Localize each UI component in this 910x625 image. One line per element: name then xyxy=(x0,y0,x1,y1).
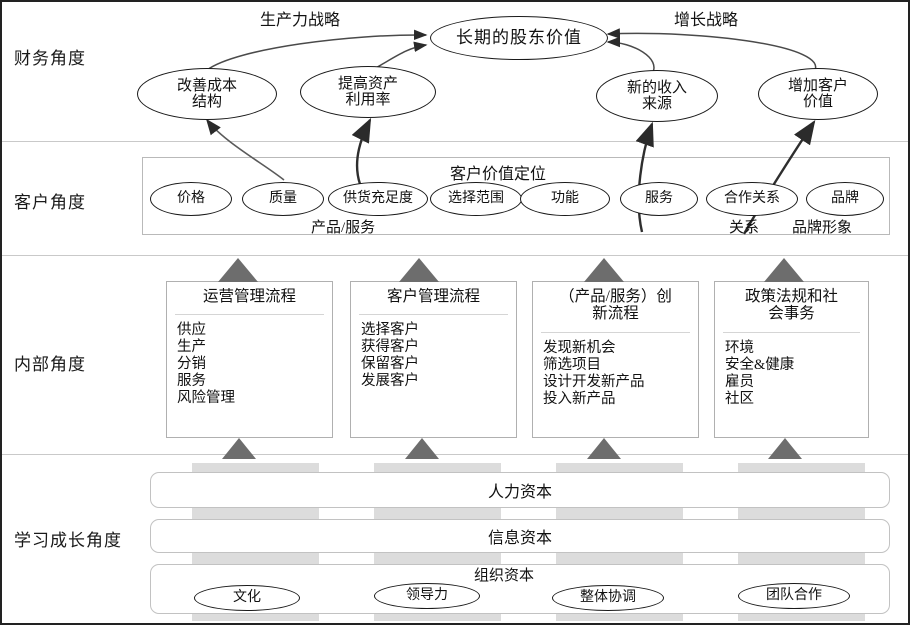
process-items-operations: 供应生产分销服务风险管理 xyxy=(177,322,328,408)
perspective-label-customer: 客户角度 xyxy=(14,193,86,212)
process-items-regulatory: 环境安全&健康雇员社区 xyxy=(725,340,864,408)
org-item-teamwork: 团队合作 xyxy=(738,583,850,609)
process-item: 供应 xyxy=(177,322,206,338)
arrow-up-to-customer-4 xyxy=(764,258,804,282)
financial-objective-customer-value-label: 增加客户价值 xyxy=(787,77,848,110)
process-item: 分销 xyxy=(177,356,206,373)
learning-bar-information-capital-label: 信息资本 xyxy=(487,530,552,547)
customer-attribute-selection-label: 选择范围 xyxy=(448,191,504,207)
financial-main-goal: 长期的股东价值 xyxy=(430,16,608,60)
arrow-up-to-internal-4 xyxy=(768,438,802,459)
org-item-culture-label: 文化 xyxy=(233,590,261,606)
financial-objective-new-revenue-label: 新的收入来源 xyxy=(626,79,687,112)
org-item-teamwork-label: 团队合作 xyxy=(766,588,822,604)
customer-attribute-availability: 供货充足度 xyxy=(328,182,428,216)
process-item: 发展客户 xyxy=(361,373,419,390)
customer-attribute-availability-label: 供货充足度 xyxy=(343,191,413,207)
financial-objective-cost-structure-label: 改善成本结构 xyxy=(176,77,237,110)
process-box-regulatory: 政策法规和社会事务 环境安全&健康雇员社区 xyxy=(714,281,869,438)
customer-attribute-quality: 质量 xyxy=(242,182,324,216)
financial-objective-new-revenue: 新的收入来源 xyxy=(596,70,718,122)
process-item: 服务 xyxy=(177,373,206,390)
org-item-leadership: 领导力 xyxy=(374,583,480,609)
arrow-up-to-internal-1 xyxy=(222,438,256,459)
process-item: 雇员 xyxy=(725,374,754,391)
customer-attribute-partnership: 合作关系 xyxy=(706,182,798,216)
process-item: 社区 xyxy=(725,391,754,408)
learning-org-capital-caption: 组织资本 xyxy=(474,568,535,584)
process-title-regulatory: 政策法规和社会事务 xyxy=(744,288,838,323)
process-item: 保留客户 xyxy=(361,356,419,373)
process-box-customer-mgmt: 客户管理流程 选择客户获得客户保留客户发展客户 xyxy=(350,281,517,438)
org-item-culture: 文化 xyxy=(194,585,300,611)
customer-value-proposition-title: 客户价值定位 xyxy=(450,166,547,183)
process-item: 选择客户 xyxy=(361,322,419,338)
process-title-customer-mgmt: 客户管理流程 xyxy=(386,288,480,305)
process-box-innovation: （产品/服务）创新流程 发现新机会筛选项目设计开发新产品投入新产品 xyxy=(532,281,699,438)
perspective-label-financial: 财务角度 xyxy=(14,49,86,68)
process-box-operations: 运营管理流程 供应生产分销服务风险管理 xyxy=(166,281,333,438)
customer-attribute-service: 服务 xyxy=(620,182,698,216)
customer-attribute-brand: 品牌 xyxy=(806,182,884,216)
customer-attribute-selection: 选择范围 xyxy=(430,182,522,216)
learning-bar-human-capital-label: 人力资本 xyxy=(487,484,552,501)
financial-objective-cost-structure: 改善成本结构 xyxy=(137,68,277,120)
customer-attribute-functionality-label: 功能 xyxy=(551,191,579,207)
arrow-up-to-customer-1 xyxy=(218,258,258,282)
customer-caption-relationship: 关系 xyxy=(729,220,760,236)
separator-internal-learning xyxy=(2,454,908,455)
process-item: 发现新机会 xyxy=(543,340,616,356)
customer-value-proposition-box xyxy=(142,157,890,235)
process-item: 获得客户 xyxy=(361,339,419,356)
org-item-alignment: 整体协调 xyxy=(552,585,664,611)
perspective-label-learning: 学习成长角度 xyxy=(14,531,122,550)
arrow-up-to-internal-3 xyxy=(587,438,621,459)
customer-attribute-brand-label: 品牌 xyxy=(831,191,859,207)
arrow-up-to-internal-2 xyxy=(405,438,439,459)
customer-attribute-partnership-label: 合作关系 xyxy=(724,191,780,207)
customer-caption-product-service: 产品/服务 xyxy=(311,220,376,236)
process-items-customer-mgmt: 选择客户获得客户保留客户发展客户 xyxy=(361,322,512,390)
process-item: 安全&健康 xyxy=(725,357,795,374)
process-item: 环境 xyxy=(725,340,754,356)
org-item-alignment-label: 整体协调 xyxy=(580,590,636,606)
separator-customer-internal xyxy=(2,255,908,256)
customer-attribute-price: 价格 xyxy=(150,182,232,216)
learning-bar-human-capital: 人力资本 xyxy=(150,472,890,508)
perspective-label-internal: 内部角度 xyxy=(14,355,86,374)
financial-objective-asset-utilization: 提高资产利用率 xyxy=(300,66,436,118)
separator-financial-customer xyxy=(2,141,908,142)
financial-objective-customer-value: 增加客户价值 xyxy=(758,68,878,120)
strategy-label-growth: 增长战略 xyxy=(674,12,739,29)
process-item: 生产 xyxy=(177,339,206,356)
org-item-leadership-label: 领导力 xyxy=(406,588,448,604)
customer-attribute-functionality: 功能 xyxy=(520,182,610,216)
learning-bar-information-capital: 信息资本 xyxy=(150,519,890,553)
process-item: 筛选项目 xyxy=(543,357,601,374)
process-item: 投入新产品 xyxy=(543,391,616,408)
arrow-up-to-customer-2 xyxy=(399,258,439,282)
arrow-up-to-customer-3 xyxy=(584,258,624,282)
strategy-label-productivity: 生产力战略 xyxy=(260,12,341,29)
customer-attribute-service-label: 服务 xyxy=(645,191,673,207)
process-item: 风险管理 xyxy=(177,390,235,407)
customer-caption-brand-image: 品牌形象 xyxy=(792,220,853,236)
financial-objective-asset-utilization-label: 提高资产利用率 xyxy=(337,75,398,108)
customer-attribute-quality-label: 质量 xyxy=(269,191,297,207)
process-title-innovation: （产品/服务）创新流程 xyxy=(559,288,672,323)
process-item: 设计开发新产品 xyxy=(543,374,645,391)
process-title-operations: 运营管理流程 xyxy=(202,288,296,305)
customer-attribute-price-label: 价格 xyxy=(177,191,205,207)
process-items-innovation: 发现新机会筛选项目设计开发新产品投入新产品 xyxy=(543,340,694,408)
